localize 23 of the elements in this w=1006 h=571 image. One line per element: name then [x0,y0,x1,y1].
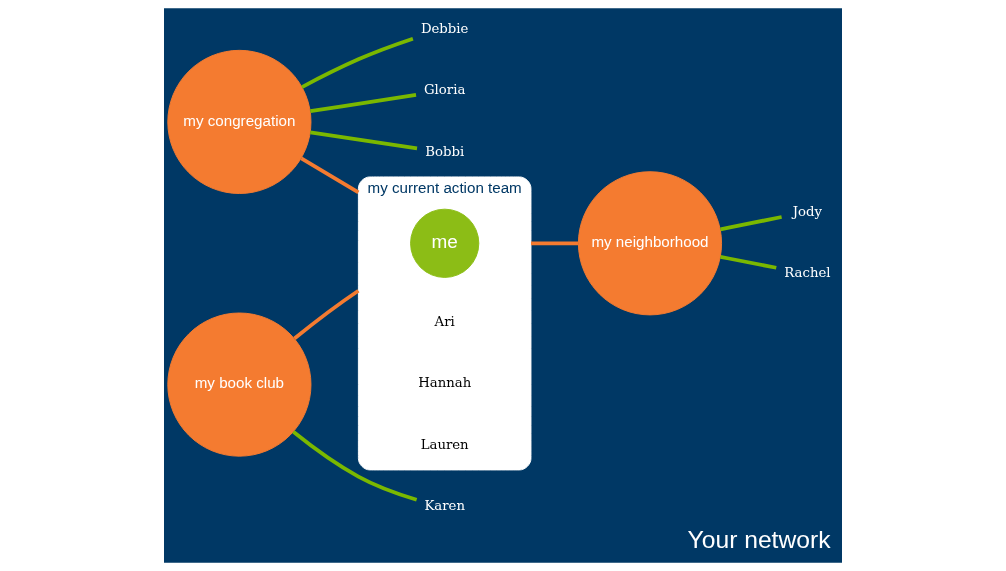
connector [292,430,418,502]
connector [310,130,418,151]
connector [310,93,417,114]
node-text: Jody [792,203,823,219]
connector [530,241,579,246]
node-text: Gloria [424,82,466,98]
node-circle: my neighborhood [577,171,723,316]
connector [720,215,782,232]
node-text: Bobbi [425,143,465,159]
node-circle: me [410,208,480,278]
node-circle: my book club [167,312,312,457]
node-text: Hannah [418,375,472,391]
connector [293,289,360,340]
connector [301,36,414,89]
node-circle: my congregation [167,49,312,194]
node-text: Lauren [420,436,469,452]
connector [300,156,360,194]
node-text: Ari [434,313,455,329]
node-text: Debbie [420,20,469,36]
node-text: Rachel [784,265,831,281]
caption: Your network [687,525,831,553]
node-text: Karen [424,498,465,514]
connector [720,255,777,270]
